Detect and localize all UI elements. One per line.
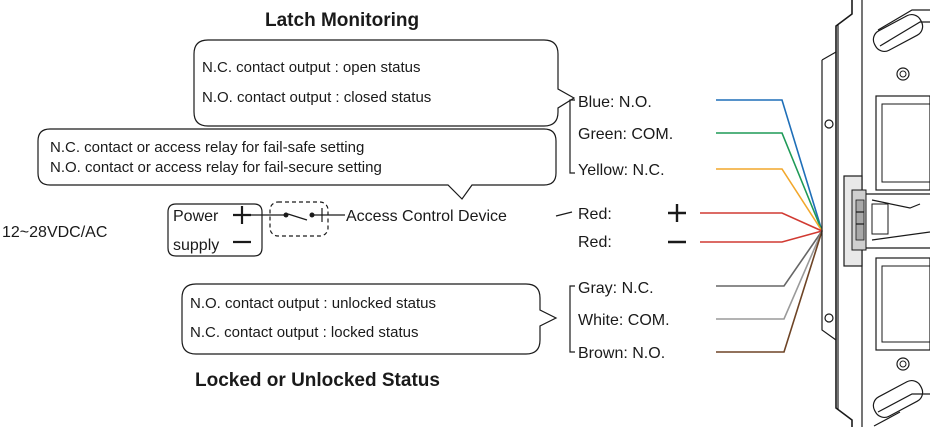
latch-no-note: N.O. contact output : closed status bbox=[202, 89, 431, 106]
lock-wire-bracket bbox=[569, 285, 575, 353]
locked-status-title: Locked or Unlocked Status bbox=[195, 370, 440, 391]
wire-red-plus bbox=[700, 212, 823, 232]
wire-gray bbox=[716, 230, 823, 287]
wire-label-red-minus: Red: bbox=[578, 234, 612, 251]
wire-lines bbox=[700, 99, 823, 353]
lock-nc-note: N.C. contact output : locked status bbox=[190, 324, 418, 341]
latch-wire-bracket bbox=[569, 99, 575, 174]
lock-note-bubble bbox=[181, 283, 558, 355]
wire-blue bbox=[716, 99, 823, 232]
wire-label-red-plus: Red: bbox=[578, 206, 612, 223]
switch-icon bbox=[251, 208, 345, 222]
relay-note-bubble bbox=[37, 128, 557, 200]
relay-nc-note: N.C. contact or access relay for fail-sa… bbox=[50, 139, 364, 156]
wire-label-white: White: COM. bbox=[578, 312, 670, 329]
electric-strike-drawing bbox=[821, 0, 930, 427]
access-control-device-label: Access Control Device bbox=[346, 208, 507, 225]
power-supply-line2: supply bbox=[173, 237, 219, 254]
device-leader-line bbox=[555, 211, 573, 217]
wire-red-minus bbox=[700, 230, 823, 243]
wire-green bbox=[716, 132, 823, 232]
wire-brown bbox=[716, 230, 823, 353]
wire-label-yellow: Yellow: N.C. bbox=[578, 162, 665, 179]
lock-no-note: N.O. contact output : unlocked status bbox=[190, 295, 436, 312]
wire-yellow bbox=[716, 168, 823, 232]
power-supply-line1: Power bbox=[173, 208, 219, 225]
latch-note-bubble bbox=[193, 39, 576, 127]
wire-white bbox=[716, 230, 823, 320]
wire-label-blue: Blue: N.O. bbox=[578, 94, 652, 111]
latch-nc-note: N.C. contact output : open status bbox=[202, 59, 420, 76]
voltage-label: 12~28VDC/AC bbox=[2, 224, 107, 241]
relay-no-note: N.O. contact or access relay for fail-se… bbox=[50, 159, 382, 176]
wire-label-green: Green: COM. bbox=[578, 126, 673, 143]
latch-monitoring-title: Latch Monitoring bbox=[265, 10, 419, 31]
wire-label-brown: Brown: N.O. bbox=[578, 345, 665, 362]
wire-label-gray: Gray: N.C. bbox=[578, 280, 654, 297]
switch-dashed-box bbox=[269, 201, 329, 237]
red-plus-icon bbox=[668, 204, 686, 222]
power-plus-icon bbox=[233, 206, 251, 224]
